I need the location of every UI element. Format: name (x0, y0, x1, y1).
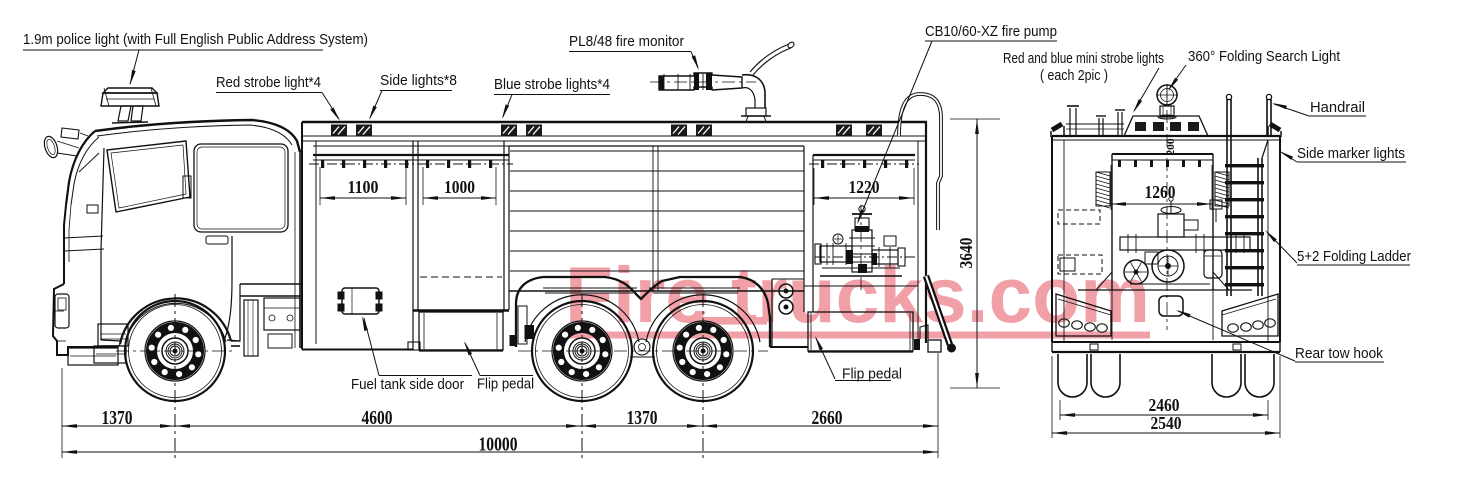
svg-text:Side marker lights: Side marker lights (1297, 146, 1405, 162)
svg-text:CB10/60-XZ fire pump: CB10/60-XZ fire pump (925, 24, 1057, 40)
svg-text:Flip pedal: Flip pedal (477, 377, 534, 393)
svg-text:1000: 1000 (444, 177, 475, 197)
svg-text:2460: 2460 (1149, 395, 1180, 415)
svg-text:360° Folding Search Light: 360° Folding Search Light (1188, 49, 1340, 65)
svg-text:Blue strobe lights*4: Blue strobe lights*4 (494, 77, 610, 93)
svg-text:200: 200 (1165, 138, 1177, 156)
svg-text:Handrail: Handrail (1310, 100, 1365, 116)
svg-text:1.9m police light (with Full E: 1.9m police light (with Full English Pub… (23, 32, 368, 48)
svg-text:Side lights*8: Side lights*8 (380, 73, 457, 89)
svg-text:Rear tow hook: Rear tow hook (1295, 346, 1384, 362)
svg-text:Fuel tank side door: Fuel tank side door (351, 377, 464, 393)
svg-text:2540: 2540 (1151, 413, 1182, 433)
svg-text:Flip pedal: Flip pedal (842, 367, 902, 383)
svg-text:PL8/48 fire monitor: PL8/48 fire monitor (569, 34, 684, 50)
svg-text:Red and blue mini strobe light: Red and blue mini strobe lights (1003, 51, 1164, 67)
svg-text:5+2 Folding Ladder: 5+2 Folding Ladder (1297, 249, 1411, 265)
svg-text:2660: 2660 (812, 407, 843, 429)
svg-text:Red strobe light*4: Red strobe light*4 (216, 75, 321, 91)
svg-text:1370: 1370 (627, 407, 658, 429)
svg-text:10000: 10000 (479, 434, 518, 456)
svg-text:( each 2pic ): ( each 2pic ) (1040, 68, 1108, 84)
svg-text:1220: 1220 (849, 177, 880, 197)
svg-text:1100: 1100 (348, 177, 379, 197)
svg-text:1260: 1260 (1145, 182, 1176, 202)
svg-text:1370: 1370 (102, 407, 133, 429)
svg-text:4600: 4600 (362, 407, 393, 429)
svg-text:3640: 3640 (956, 237, 976, 268)
